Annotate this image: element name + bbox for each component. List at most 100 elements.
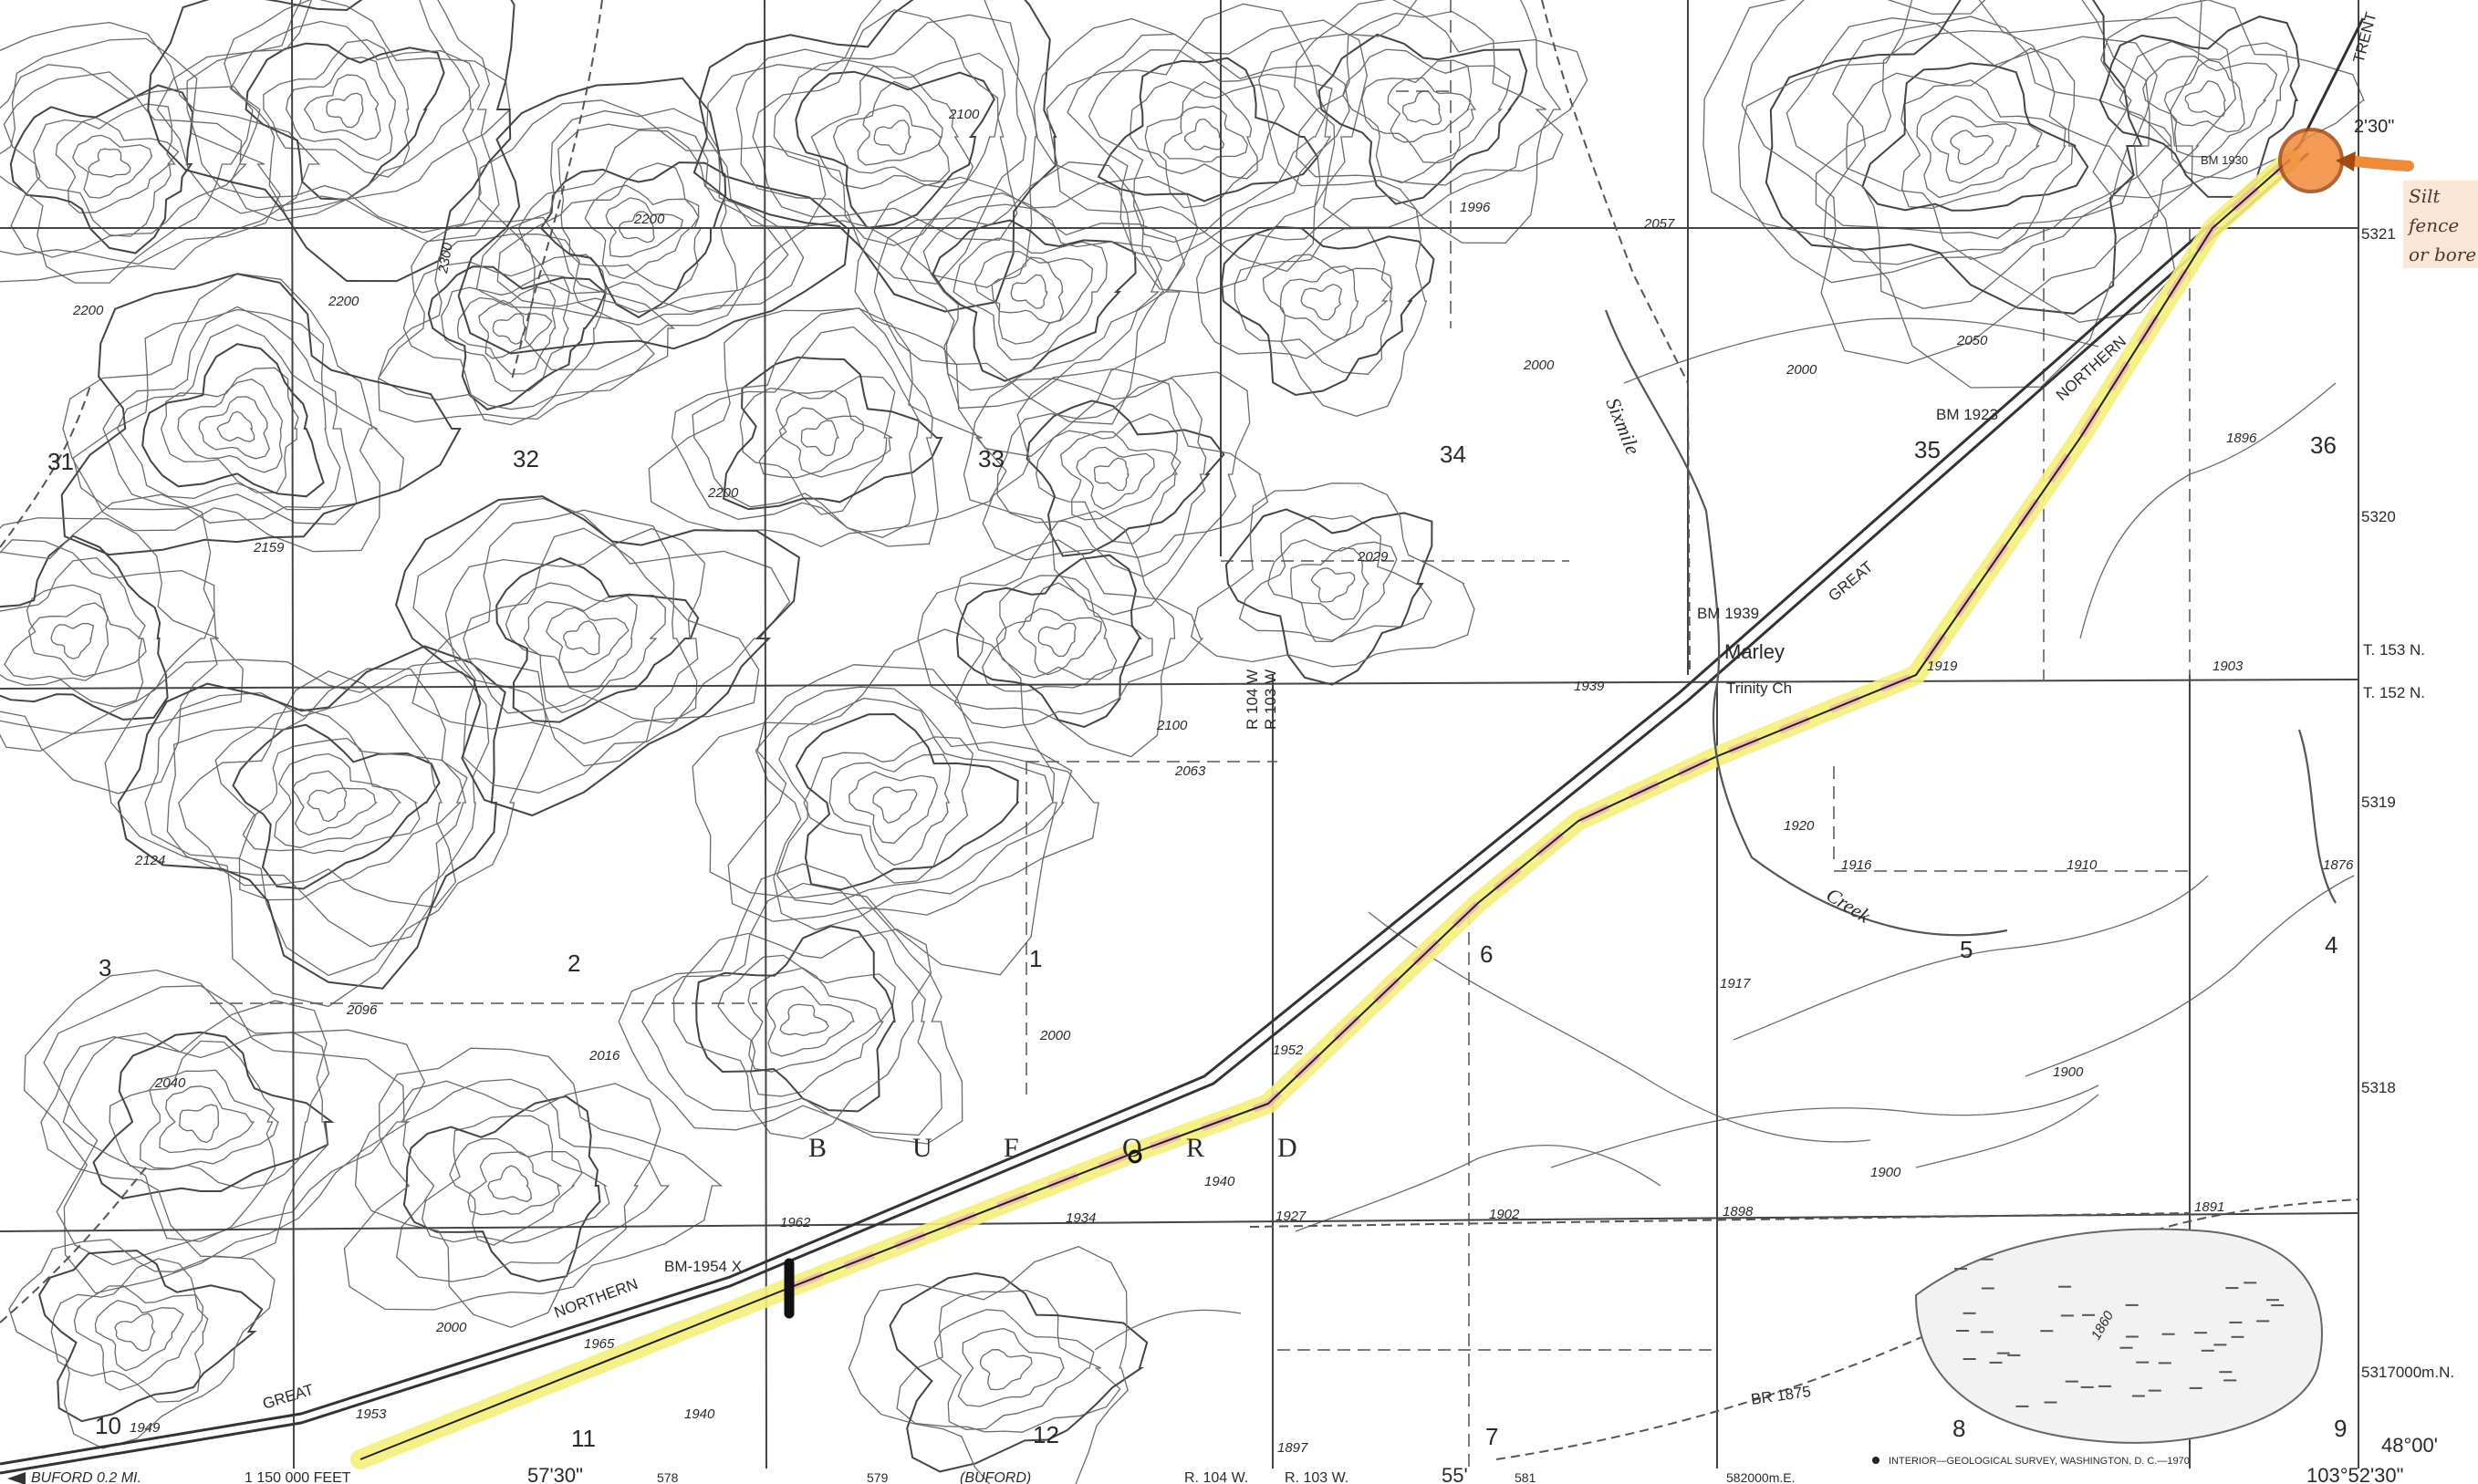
contour-line xyxy=(94,1300,184,1372)
contour-line xyxy=(3,71,247,258)
elevation-label: 1900 xyxy=(2053,1064,2084,1080)
elevation-label: 1903 xyxy=(2212,659,2244,674)
contour-line xyxy=(495,556,700,723)
northing-label: 5318 xyxy=(2361,1079,2396,1096)
benchmark: BM 1930 xyxy=(2201,153,2248,167)
contour-line xyxy=(1786,17,2159,309)
contour-line xyxy=(692,0,1057,313)
elevation-label: 1902 xyxy=(1489,1207,1520,1222)
section-1: 1 xyxy=(1029,945,1042,972)
contour-line xyxy=(857,104,943,166)
township-152: T. 152 N. xyxy=(2363,684,2425,701)
elevation-label: 1939 xyxy=(1574,679,1605,694)
section-31: 31 xyxy=(47,448,74,475)
contour-line xyxy=(932,219,1137,382)
contour-line xyxy=(995,582,1118,680)
contour-line xyxy=(546,607,630,673)
town-label: Marley xyxy=(1724,640,1785,663)
contour-line xyxy=(933,1309,1095,1430)
elevation-label: 1965 xyxy=(584,1336,615,1352)
contour-line xyxy=(92,1031,335,1199)
contour-line xyxy=(412,497,791,794)
contour-line xyxy=(1368,911,1871,1143)
elevation-label: 2016 xyxy=(588,1048,620,1064)
contour-line xyxy=(692,326,920,538)
contour-line xyxy=(560,162,703,291)
contour-line xyxy=(563,619,600,656)
contour-line xyxy=(114,1313,156,1352)
section-34: 34 xyxy=(1440,441,1466,468)
contour-line xyxy=(1163,105,1248,163)
contour-line xyxy=(179,1104,220,1144)
contour-line xyxy=(104,658,547,1008)
contour-line xyxy=(1900,79,2067,210)
contour-line xyxy=(539,161,727,319)
elevation-label: 1996 xyxy=(1460,200,1491,215)
contour-line xyxy=(982,368,1269,561)
contour-line xyxy=(0,493,218,794)
contour-line xyxy=(242,737,421,855)
contour-line xyxy=(444,527,706,767)
contour-line xyxy=(672,929,932,1140)
site-marker xyxy=(2278,128,2414,193)
contour-line xyxy=(1387,77,1472,143)
contour-line xyxy=(1310,567,1356,603)
contour-line xyxy=(23,969,426,1294)
contour-line xyxy=(1550,1084,2099,1168)
contour-line xyxy=(795,70,995,229)
contour-line xyxy=(0,517,244,735)
contour-line xyxy=(147,0,515,283)
title-letter: D xyxy=(1277,1133,1299,1163)
contour-line xyxy=(141,343,325,498)
contour-line xyxy=(1258,0,1562,244)
section-8: 8 xyxy=(1952,1415,1965,1442)
contour-line xyxy=(1059,431,1182,521)
contour-line xyxy=(896,1289,1121,1433)
contour-line xyxy=(0,64,254,284)
contour-line xyxy=(957,1327,1065,1407)
contour-line xyxy=(291,770,379,835)
contour-line xyxy=(1300,284,1343,321)
contour-line xyxy=(343,1047,724,1311)
contour-line xyxy=(974,250,1094,345)
section-12: 12 xyxy=(1033,1421,1059,1448)
elevation-label: 2057 xyxy=(1643,216,1675,232)
contour-line xyxy=(963,371,1251,616)
contour-line xyxy=(1702,0,2202,389)
annotation-line: fence xyxy=(2407,214,2459,236)
feet-label: 1 150 000 FEET xyxy=(245,1470,351,1484)
contour-line xyxy=(981,575,1153,692)
section-6: 6 xyxy=(1480,940,1493,968)
contour-line xyxy=(88,148,131,178)
contour-line xyxy=(178,670,457,908)
publisher-note: INTERIOR—GEOLOGICAL SURVEY, WASHINGTON, … xyxy=(1889,1456,2190,1467)
contour-line xyxy=(159,1085,255,1154)
contour-line xyxy=(955,554,1142,729)
handwritten-annotation: Silt fence or bore xyxy=(2403,181,2478,268)
contour-line xyxy=(1295,1144,1661,1232)
section-numbers-middle: 3 2 1 6 5 4 xyxy=(99,931,2337,981)
contour-line xyxy=(9,84,194,254)
elevation-label: 2200 xyxy=(328,294,359,309)
contour-line xyxy=(1861,62,2089,212)
contour-line xyxy=(979,1349,1033,1391)
elevation-label: 1953 xyxy=(356,1406,387,1422)
contour-line xyxy=(1046,3,1332,273)
contour-line xyxy=(1267,539,1398,643)
contour-line xyxy=(2142,56,2278,158)
contour-line xyxy=(618,863,963,1145)
contour-line xyxy=(1401,90,1442,126)
elevation-label: 1949 xyxy=(130,1420,161,1436)
section-5: 5 xyxy=(1960,936,1973,963)
contour-line xyxy=(872,786,918,824)
elevation-label: 1934 xyxy=(1066,1210,1096,1226)
contour-line xyxy=(996,378,1207,577)
contour-line xyxy=(1144,80,1258,180)
contour-line xyxy=(648,307,1007,548)
contour-line xyxy=(1221,225,1435,397)
contour-line xyxy=(186,0,482,233)
contour-line xyxy=(496,123,789,314)
contour-line xyxy=(72,134,153,199)
contour-line xyxy=(396,1078,671,1282)
contour-line xyxy=(177,379,283,473)
